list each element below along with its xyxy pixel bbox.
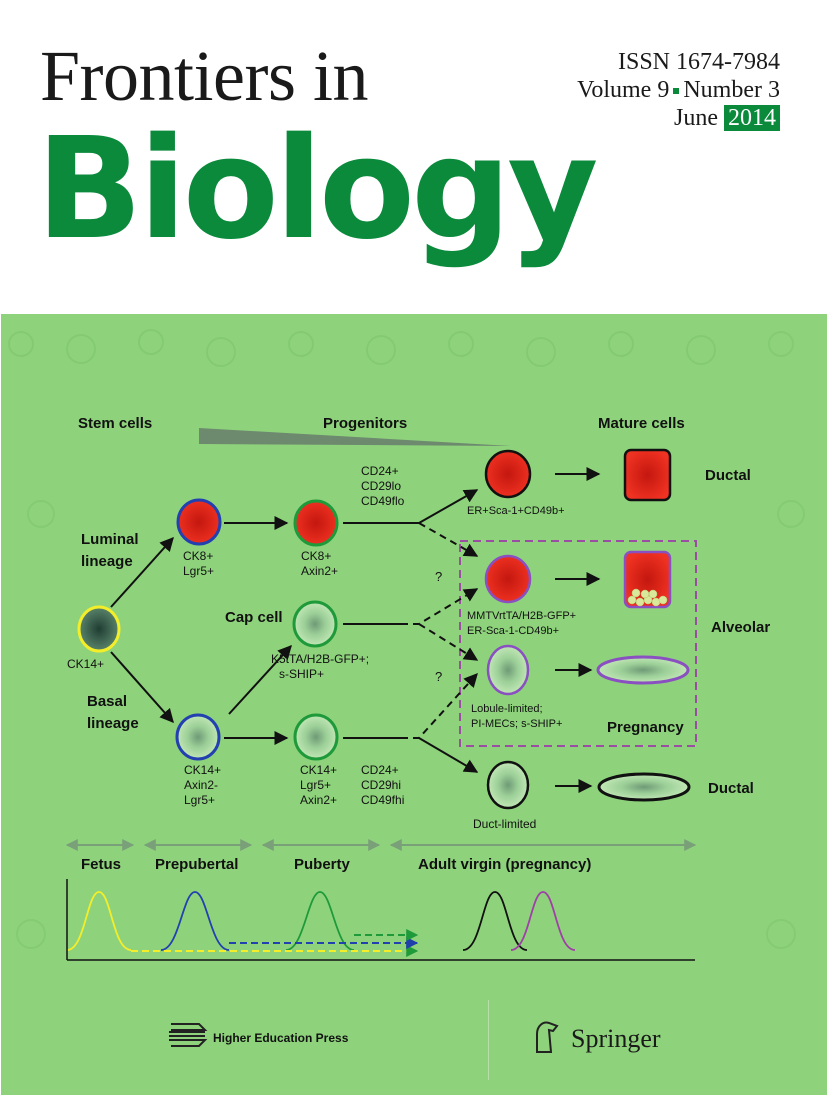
stage-prepubertal: Prepubertal — [155, 856, 238, 873]
alveolar-label: Alveolar — [711, 619, 770, 636]
gradient-wedge — [199, 428, 511, 446]
footer-divider — [488, 1000, 489, 1080]
journal-title-line1: Frontiers in — [40, 36, 368, 116]
lobule-limited-cell — [486, 644, 530, 696]
basal-b-marker-3: Axin2+ — [300, 793, 337, 807]
er-positive-marker: ER+Sca-1+CD49b+ — [467, 505, 565, 517]
ductal-mature-bottom — [597, 772, 691, 802]
luminal-label-1: Luminal — [81, 531, 139, 548]
issue-date: June 2014 — [674, 105, 780, 131]
luminal-b-marker-2: Axin2+ — [301, 564, 338, 578]
question-mark-2: ? — [435, 669, 442, 684]
upper-cd-1: CD24+ — [361, 464, 399, 478]
luminal-progenitor-a — [176, 498, 222, 546]
duct-limited-cell — [486, 760, 530, 810]
dashed-arrows — [401, 522, 479, 739]
lobule-marker-1: Lobule-limited; — [471, 703, 543, 715]
stage-curves — [66, 891, 576, 951]
luminal-b-marker-1: CK8+ — [301, 549, 331, 563]
lower-cd-3: CD49fhi — [361, 793, 404, 807]
pregnancy-mature — [596, 655, 690, 685]
stage-adult: Adult virgin (pregnancy) — [418, 856, 591, 873]
cover-figure-panel: Stem cells Progenitors Mature cells Lumi… — [1, 314, 827, 1095]
separator-square-icon — [673, 88, 680, 95]
mmtv-marker-2: ER-Sca-1-CD49b+ — [467, 625, 559, 637]
number: Number 3 — [683, 77, 780, 103]
year-badge: 2014 — [724, 105, 780, 131]
volume: Volume 9 — [577, 77, 670, 103]
basal-a-marker-3: Lgr5+ — [184, 793, 215, 807]
cap-marker-1: K5tTA/H2B-GFP+; — [271, 652, 369, 666]
cap-marker-2: s-SHIP+ — [279, 667, 324, 681]
upper-cd-2: CD29lo — [361, 479, 401, 493]
stage-dashed-lines — [131, 929, 419, 957]
ductal-mature-top — [623, 448, 672, 502]
duct-limited-label: Duct-limited — [473, 817, 536, 831]
basal-label-2: lineage — [87, 715, 139, 732]
springer-publisher: Springer — [571, 1024, 661, 1053]
hep-logo-icon — [169, 1023, 208, 1047]
volume-number: Volume 9 Number 3 — [577, 78, 780, 102]
springer-horse-icon — [536, 1021, 559, 1053]
mmtv-cell — [484, 554, 532, 604]
journal-title-line2: Biology — [36, 108, 599, 271]
lineage-arrows — [110, 467, 601, 793]
luminal-a-marker-1: CK8+ — [183, 549, 213, 563]
ductal-label-bottom: Ductal — [708, 780, 754, 797]
header-mature-cells: Mature cells — [598, 415, 685, 432]
luminal-label-2: lineage — [81, 553, 133, 570]
lower-cd-1: CD24+ — [361, 763, 399, 777]
stage-puberty: Puberty — [294, 856, 351, 873]
header-progenitors: Progenitors — [323, 415, 407, 432]
cap-cell-label: Cap cell — [225, 609, 283, 626]
background-texture — [8, 329, 805, 949]
milk-droplets — [627, 588, 668, 607]
lower-cd-2: CD29hi — [361, 778, 401, 792]
stem-cell — [77, 605, 121, 653]
basal-a-marker-1: CK14+ — [184, 763, 221, 777]
basal-b-marker-1: CK14+ — [300, 763, 337, 777]
hep-publisher: Higher Education Press — [213, 1031, 349, 1045]
alveolar-box — [459, 540, 697, 747]
header-stem-cells: Stem cells — [78, 415, 152, 432]
lineage-diagram: Stem cells Progenitors Mature cells Lumi… — [8, 329, 805, 1053]
ck14-label: CK14+ — [67, 657, 104, 671]
upper-cd-3: CD49flo — [361, 494, 405, 508]
question-mark-1: ? — [435, 569, 442, 584]
basal-progenitor-a — [175, 713, 221, 761]
luminal-progenitor-b — [293, 499, 339, 547]
issn: ISSN 1674-7984 — [617, 49, 780, 75]
luminal-a-marker-2: Lgr5+ — [183, 564, 214, 578]
plot-axes — [66, 879, 695, 961]
basal-label-1: Basal — [87, 693, 127, 710]
basal-a-marker-2: Axin2- — [184, 778, 218, 792]
mmtv-marker-1: MMTVrtTA/H2B-GFP+ — [467, 610, 576, 622]
stage-fetus: Fetus — [81, 856, 121, 873]
lobule-marker-2: PI-MECs; s-SHIP+ — [471, 718, 562, 730]
ductal-label-top: Ductal — [705, 467, 751, 484]
er-positive-cell — [484, 449, 532, 499]
cap-cell — [292, 600, 338, 648]
month: June — [674, 105, 718, 131]
pregnancy-label: Pregnancy — [607, 719, 684, 736]
basal-progenitor-b — [293, 713, 339, 761]
basal-b-marker-2: Lgr5+ — [300, 778, 331, 792]
